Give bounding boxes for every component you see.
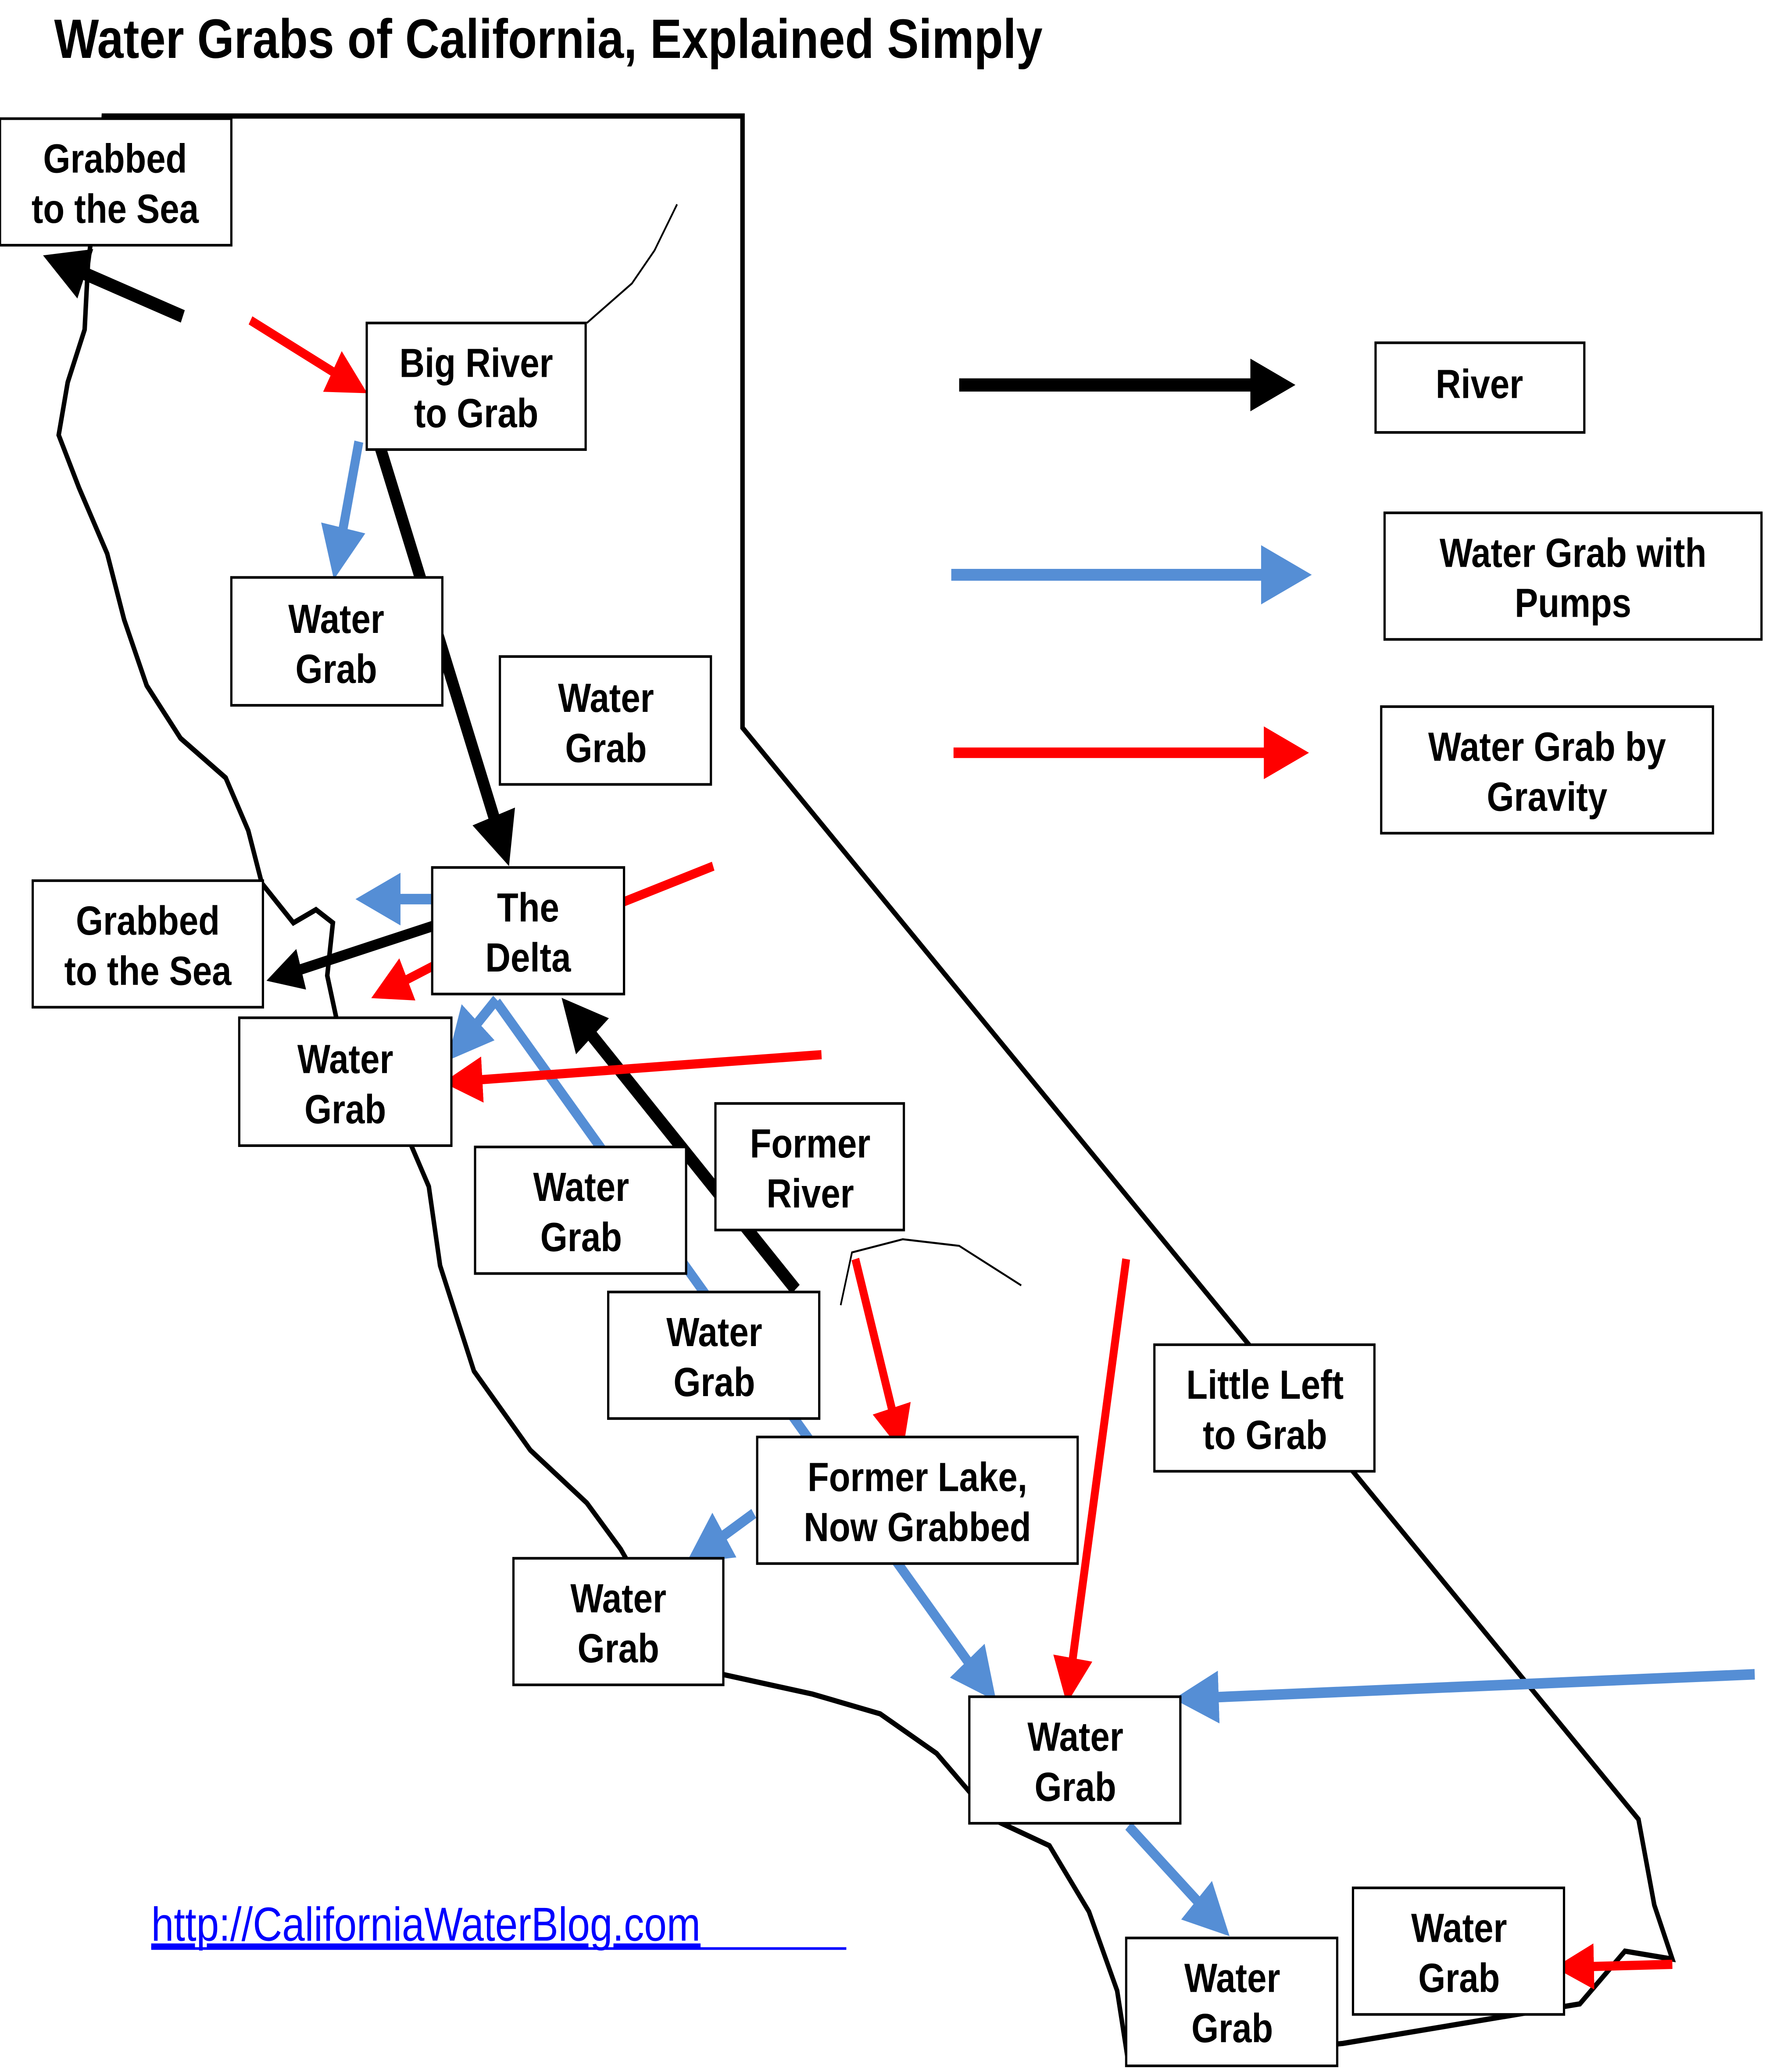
svg-text:Water: Water (570, 1575, 666, 1621)
svg-text:Grab: Grab (565, 725, 647, 771)
svg-text:Water Grab by: Water Grab by (1428, 724, 1666, 770)
river-arrow (266, 920, 436, 990)
label-water-grab: Water Grab (968, 1695, 1182, 1825)
label-water-grab: Water Grab (474, 1145, 687, 1275)
legend-pumps-label: Water Grab with Pumps (1383, 511, 1763, 641)
svg-text:Gravity: Gravity (1487, 774, 1608, 820)
inland-river-line (586, 204, 678, 324)
svg-text:Grab: Grab (296, 646, 377, 692)
svg-text:Grabbed: Grabbed (76, 898, 220, 943)
gravity-arrow (619, 861, 715, 907)
label-big-river: Big River to Grab (365, 322, 587, 451)
svg-text:Pumps: Pumps (1515, 580, 1631, 626)
svg-text:Now Grabbed: Now Grabbed (804, 1504, 1031, 1550)
svg-text:Grab: Grab (1418, 1955, 1500, 2001)
pump-arrow (447, 996, 500, 1061)
svg-text:Grab: Grab (1035, 1764, 1116, 1810)
svg-text:Big River: Big River (400, 340, 553, 386)
legend-river-label: River (1374, 341, 1586, 434)
inland-river-line (840, 1238, 1022, 1306)
label-water-grab: Water Grab (238, 1016, 453, 1147)
svg-text:Grab: Grab (673, 1359, 755, 1405)
svg-text:Little Left: Little Left (1186, 1362, 1344, 1408)
river-arrow (43, 249, 185, 323)
blog-link[interactable]: http://CaliforniaWaterBlog.com (151, 1898, 701, 1951)
svg-text:Water: Water (666, 1309, 762, 1355)
svg-text:to the Sea: to the Sea (64, 948, 232, 993)
label-water-grab: Water Grab (499, 655, 712, 786)
label-little-left: Little Left to Grab (1153, 1343, 1376, 1473)
california-outline (56, 113, 1676, 2066)
gravity-arrow (248, 316, 368, 393)
gravity-arrow (1053, 1258, 1130, 1704)
page-title: Water Grabs of California, Explained Sim… (54, 8, 1042, 70)
label-water-grab: Water Grab (512, 1557, 725, 1686)
svg-text:Water Grab with: Water Grab with (1440, 530, 1706, 576)
label-water-grab: Water Grab (230, 576, 444, 707)
pump-arrow (321, 440, 365, 580)
pump-arrow (1173, 1669, 1755, 1724)
svg-text:Water: Water (297, 1036, 393, 1082)
svg-text:Water: Water (533, 1164, 629, 1210)
svg-text:Former: Former (750, 1121, 871, 1166)
label-water-grab: Water Grab (1351, 1886, 1566, 2016)
svg-text:Water: Water (288, 596, 384, 642)
label-grabbed-sea-north: Grabbed to the Sea (0, 117, 232, 247)
label-former-river: Former River (714, 1102, 905, 1232)
label-grabbed-sea-bay: Grabbed to the Sea (32, 879, 264, 1009)
svg-text:Grab: Grab (304, 1086, 386, 1132)
label-former-lake: Former Lake, Now Grabbed (756, 1436, 1079, 1565)
label-water-grab: Water Grab (1125, 1936, 1339, 2067)
svg-text:Water: Water (1027, 1714, 1123, 1760)
pump-arrow (1125, 1822, 1230, 1936)
svg-text:Grabbed: Grabbed (43, 136, 187, 182)
svg-text:River: River (1436, 361, 1523, 407)
pump-arrow (686, 1509, 756, 1563)
gravity-arrow (1554, 1943, 1673, 1990)
gravity-arrow (851, 1257, 911, 1453)
svg-text:to the Sea: to the Sea (32, 186, 199, 232)
svg-text:Water: Water (1184, 1955, 1280, 2001)
svg-text:Water: Water (558, 675, 654, 721)
label-water-grab: Water Grab (607, 1290, 821, 1420)
svg-text:Former Lake,: Former Lake, (808, 1454, 1027, 1500)
legend-gravity-label: Water Grab by Gravity (1380, 705, 1714, 835)
svg-text:River: River (766, 1171, 854, 1216)
svg-text:to Grab: to Grab (414, 390, 539, 436)
gravity-arrow (443, 1050, 822, 1103)
svg-text:Water: Water (1411, 1905, 1507, 1951)
svg-text:Delta: Delta (485, 935, 571, 980)
svg-text:to Grab: to Grab (1203, 1412, 1327, 1458)
svg-text:Grab: Grab (1191, 2005, 1273, 2051)
label-the-delta: The Delta (431, 866, 626, 996)
svg-text:Grab: Grab (540, 1215, 622, 1260)
svg-text:The: The (497, 885, 559, 930)
svg-text:Grab: Grab (578, 1625, 659, 1671)
